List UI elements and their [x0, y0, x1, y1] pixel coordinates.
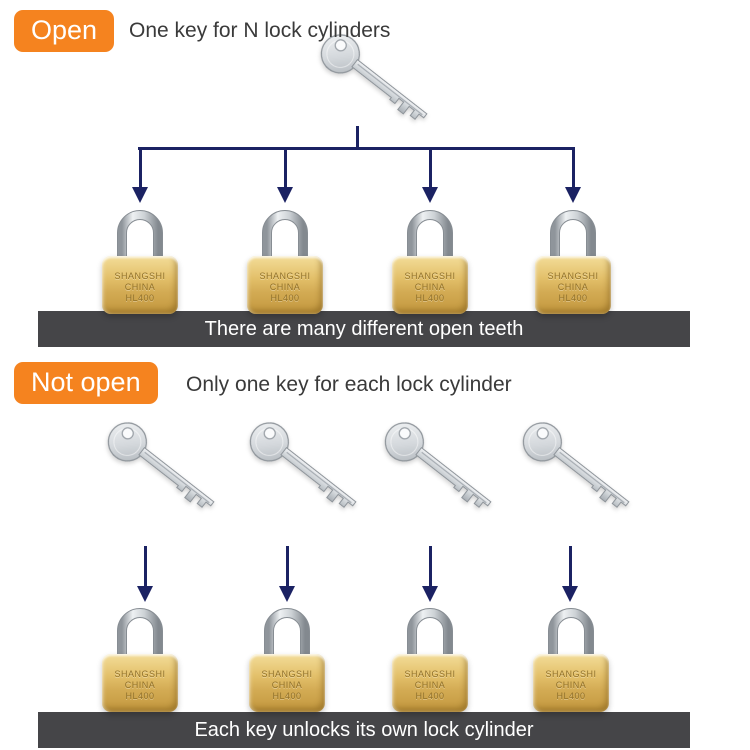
padlock-shackle: [117, 210, 163, 264]
lock-engraving-line: SHANGSHI: [114, 668, 166, 679]
lock-engraving-line: CHINA: [269, 281, 301, 292]
lock-engraving-line: HL400: [415, 292, 445, 303]
lock-engraving-line: CHINA: [555, 679, 587, 690]
lock-engraving-line: CHINA: [414, 281, 446, 292]
padlock-body: SHANGSHI CHINA HL400: [102, 256, 178, 314]
padlock-shackle: [407, 210, 453, 264]
padlock-shackle: [262, 210, 308, 264]
padlock-icon: SHANGSHI CHINA HL400: [247, 206, 323, 314]
padlock-body: SHANGSHI CHINA HL400: [392, 654, 468, 712]
lock-engraving-line: SHANGSHI: [261, 668, 313, 679]
lock-engraving-line: HL400: [556, 690, 586, 701]
key-icon: [370, 411, 506, 533]
down-arrow-icon: [132, 149, 148, 203]
lock-engraving-line: HL400: [270, 292, 300, 303]
open-caption-banner: There are many different open teeth: [38, 311, 690, 347]
down-arrow-icon: [422, 546, 438, 602]
key-icon: [235, 411, 371, 533]
padlock-icon: SHANGSHI CHINA HL400: [392, 604, 468, 712]
lock-engraving-line: CHINA: [124, 679, 156, 690]
padlock-icon: SHANGSHI CHINA HL400: [535, 206, 611, 314]
padlock-shackle: [407, 608, 453, 662]
padlock-body: SHANGSHI CHINA HL400: [247, 256, 323, 314]
down-arrow-icon: [562, 546, 578, 602]
lock-engraving-line: SHANGSHI: [545, 668, 597, 679]
padlock-icon: SHANGSHI CHINA HL400: [392, 206, 468, 314]
open-heading: One key for N lock cylinders: [129, 19, 391, 42]
open-badge: Open: [14, 10, 115, 52]
padlock-shackle: [548, 608, 594, 662]
not-open-caption-banner: Each key unlocks its own lock cylinder: [38, 712, 690, 748]
padlock-icon: SHANGSHI CHINA HL400: [249, 604, 325, 712]
padlock-shackle: [117, 608, 163, 662]
lock-engraving-line: HL400: [125, 292, 155, 303]
lock-engraving-line: SHANGSHI: [547, 270, 599, 281]
padlock-body: SHANGSHI CHINA HL400: [249, 654, 325, 712]
tree-horizontal-line: [138, 147, 575, 150]
padlock-body: SHANGSHI CHINA HL400: [102, 654, 178, 712]
down-arrow-icon: [565, 149, 581, 203]
key-icon: [93, 411, 229, 533]
down-arrow-icon: [277, 149, 293, 203]
padlock-shackle: [264, 608, 310, 662]
padlock-icon: SHANGSHI CHINA HL400: [102, 604, 178, 712]
lock-engraving-line: HL400: [415, 690, 445, 701]
down-arrow-icon: [279, 546, 295, 602]
key-icon: [508, 411, 644, 533]
padlock-body: SHANGSHI CHINA HL400: [392, 256, 468, 314]
lock-engraving-line: SHANGSHI: [404, 668, 456, 679]
lock-engraving-line: CHINA: [557, 281, 589, 292]
padlock-icon: SHANGSHI CHINA HL400: [533, 604, 609, 712]
lock-engraving-line: HL400: [272, 690, 302, 701]
lock-engraving-line: SHANGSHI: [259, 270, 311, 281]
lock-engraving-line: CHINA: [271, 679, 303, 690]
not-open-heading: Only one key for each lock cylinder: [186, 373, 512, 396]
lock-engraving-line: HL400: [125, 690, 155, 701]
lock-engraving-line: CHINA: [414, 679, 446, 690]
key-icon: [306, 23, 442, 145]
down-arrow-icon: [137, 546, 153, 602]
lock-engraving-line: SHANGSHI: [114, 270, 166, 281]
padlock-shackle: [550, 210, 596, 264]
lock-engraving-line: SHANGSHI: [404, 270, 456, 281]
lock-engraving-line: CHINA: [124, 281, 156, 292]
padlock-body: SHANGSHI CHINA HL400: [535, 256, 611, 314]
down-arrow-icon: [422, 149, 438, 203]
padlock-icon: SHANGSHI CHINA HL400: [102, 206, 178, 314]
not-open-badge: Not open: [14, 362, 158, 404]
lock-engraving-line: HL400: [558, 292, 588, 303]
padlock-body: SHANGSHI CHINA HL400: [533, 654, 609, 712]
tree-stem-line: [356, 126, 359, 149]
